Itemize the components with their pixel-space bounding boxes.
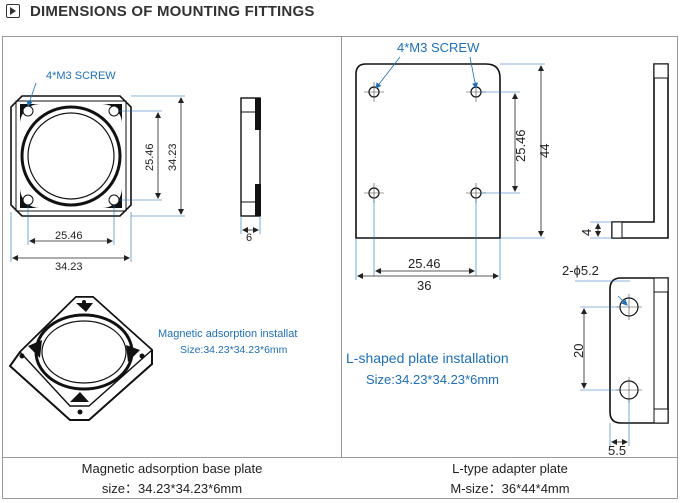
l-plate-side-view [590, 63, 669, 239]
left-install-size: Size:34.23*34.23*6mm [180, 344, 288, 356]
magnetic-plate-side-view [240, 97, 261, 234]
magnetic-plate-isometric-view [8, 296, 154, 421]
right-dim-outer-height: 44 [537, 144, 552, 158]
left-screw-note: 4*M3 SCREW [46, 70, 116, 82]
row-divider [3, 457, 677, 458]
left-dim-inner-height: 25.46 [144, 143, 156, 171]
left-dim-inner-width: 25.46 [55, 230, 83, 242]
right-dim-inner-width: 25.46 [408, 256, 441, 271]
magnetic-plate-front-view [10, 82, 185, 262]
right-install-size: Size:34.23*34.23*6mm [366, 372, 499, 387]
left-caption-size: size：34.23*34.23*6mm [101, 481, 243, 496]
right-dim-inner-height: 25.46 [513, 129, 528, 162]
right-dim-thickness: 4 [579, 229, 594, 236]
left-caption-title: Magnetic adsorption base plate [81, 461, 263, 476]
dimensions-table: Magnetic adsorption base plate size：34.2… [2, 36, 678, 499]
l-plate-front-view [355, 56, 545, 280]
right-caption-title: L-type adapter plate [452, 461, 568, 476]
right-dim-hole-spacing: 20 [571, 344, 586, 358]
play-icon [6, 4, 20, 18]
left-dim-thickness: 6 [246, 232, 252, 244]
right-dim-hole-offset: 5.5 [608, 443, 626, 458]
right-caption: L-type adapter plate M-size：36*44*4mm [341, 459, 679, 499]
section-header: DIMENSIONS OF MOUNTING FITTINGS [6, 0, 315, 22]
right-screw-note: 4*M3 SCREW [397, 40, 480, 55]
left-dim-outer-width: 34.23 [55, 261, 83, 273]
right-install-title: L-shaped plate installation [346, 350, 509, 366]
left-install-title: Magnetic adsorption installat [158, 328, 297, 340]
left-dim-outer-height: 34.23 [167, 143, 179, 171]
column-divider [341, 37, 342, 457]
left-caption: Magnetic adsorption base plate size：34.2… [3, 459, 341, 499]
section-title: DIMENSIONS OF MOUNTING FITTINGS [30, 2, 315, 20]
l-plate-bottom-view [575, 277, 669, 446]
right-hole-note: 2-ϕ5.2 [562, 263, 599, 278]
right-caption-size: M-size：36*44*4mm [450, 481, 570, 496]
right-dim-outer-width: 36 [417, 278, 431, 293]
